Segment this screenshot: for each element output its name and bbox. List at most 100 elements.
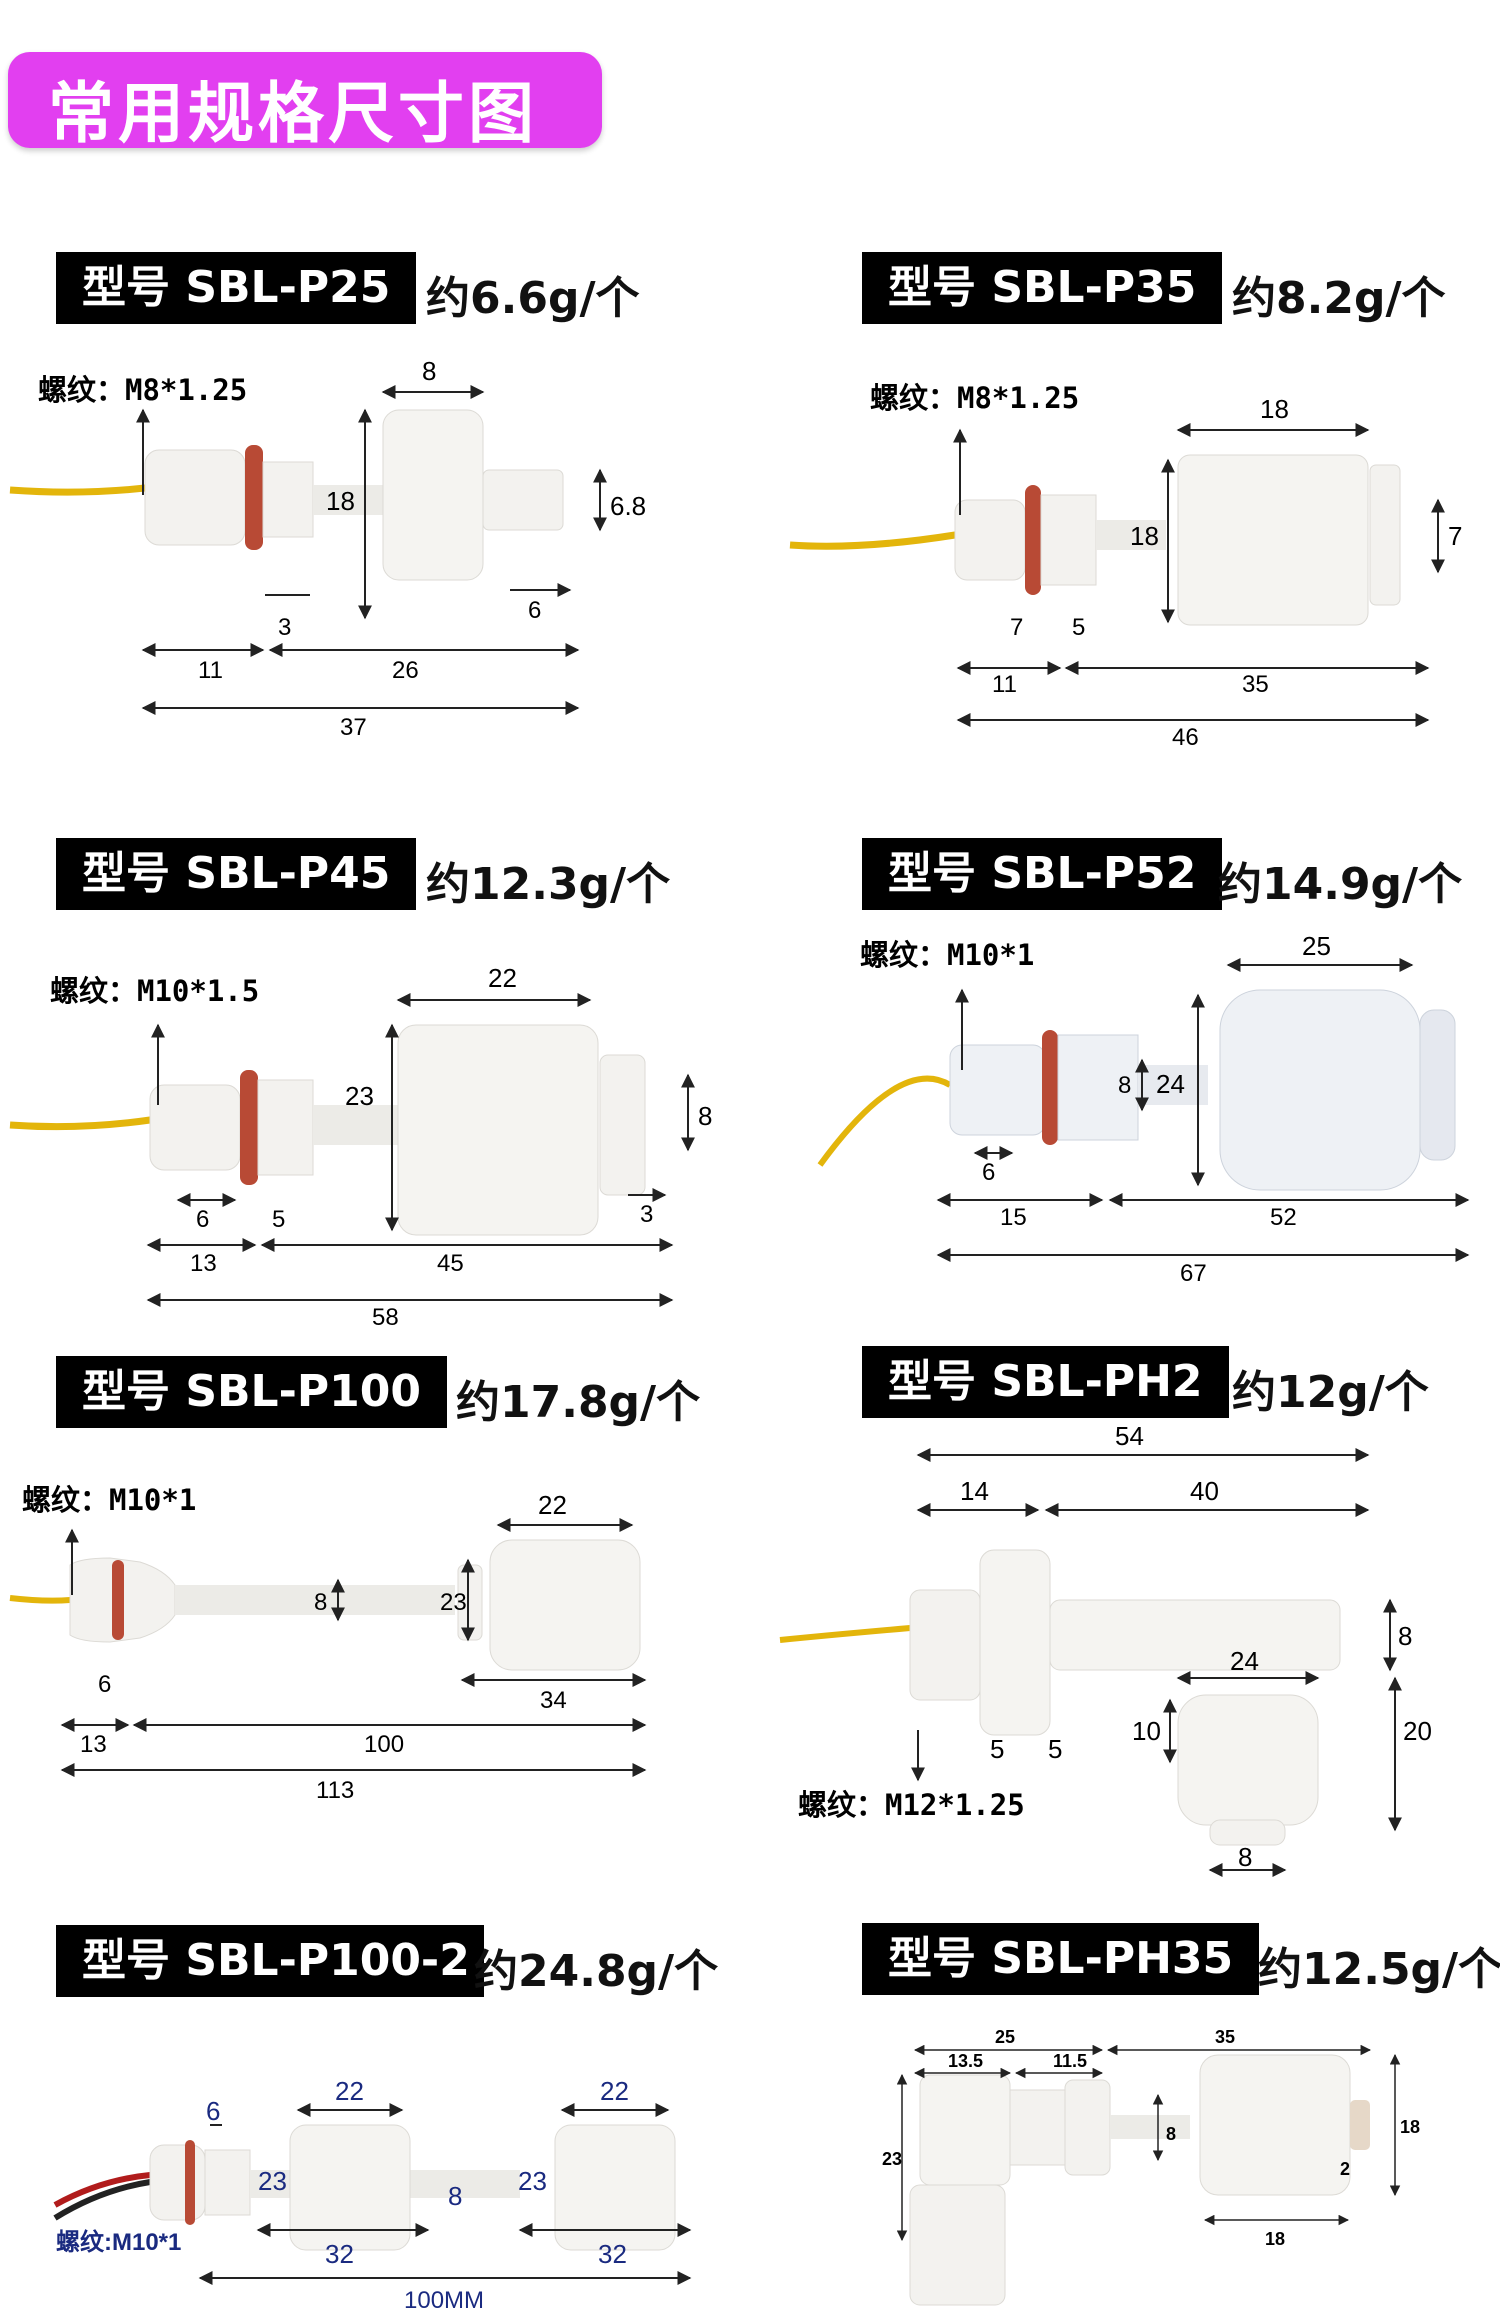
float-ball-lower [554, 2124, 676, 2251]
model-label: 型号 SBL-P100 [56, 1356, 447, 1428]
dim-float-height: 23 [345, 1081, 374, 1111]
float-ball-upper [289, 2124, 411, 2251]
dim-float-width: 8 [422, 356, 436, 386]
hex-nut [979, 1549, 1051, 1736]
dim-arm-length: 40 [1190, 1476, 1219, 1506]
float-ball [489, 1539, 641, 1671]
cable [9, 484, 146, 496]
dim-total-length: 37 [340, 714, 367, 741]
long-shaft [175, 1585, 455, 1615]
dim-upper-section: 32 [325, 2239, 354, 2269]
dim-elbow-length: 25 [995, 2027, 1015, 2047]
model-label: 型号 SBL-P52 [862, 838, 1223, 910]
o-ring [185, 2140, 195, 2225]
model-label: 型号 SBL-P25 [56, 252, 417, 324]
elbow-arm [1009, 2089, 1066, 2166]
end-stop [1350, 2100, 1370, 2150]
dim-total-length: 46 [1172, 724, 1199, 751]
dim-body-length: 35 [1242, 671, 1269, 698]
thread-label: 螺纹:M10*1 [56, 2228, 181, 2256]
dim-gap: 5 [1072, 614, 1085, 641]
weight-label: 约17.8g/个 [456, 1377, 701, 1428]
dim-float-height: 18 [326, 486, 355, 516]
dim-float-width: 18 [1265, 2229, 1285, 2249]
model-label: 型号 SBL-P35 [862, 252, 1223, 324]
nut [204, 2149, 251, 2216]
float-ball [1199, 2054, 1351, 2196]
product-p52-diagram: 螺纹：M10*1 25 8 24 6 15 52 67 [817, 931, 1470, 1287]
dim-nut-length-a: 5 [990, 1734, 1004, 1764]
cable-black [53, 2179, 151, 2221]
threaded-stem [954, 499, 1026, 581]
dim-end-length: 6 [528, 597, 541, 624]
dim-nut-length-b: 5 [1048, 1734, 1062, 1764]
dim-stem-length: 15 [1000, 1204, 1027, 1231]
o-ring [245, 445, 263, 550]
dim-end-length: 3 [640, 1201, 653, 1228]
dim-float-lower-width: 22 [600, 2076, 629, 2106]
dim-elbow-a: 13.5 [948, 2051, 983, 2071]
thread-label: 螺纹：M8*1.25 [38, 373, 247, 407]
end-stop [599, 1054, 646, 1196]
dim-end-diameter: 6.8 [610, 491, 646, 521]
dim-float-section: 35 [1215, 2027, 1235, 2047]
thread-label: 螺纹：M10*1.5 [50, 974, 259, 1008]
thread-label: 螺纹：M10*1 [860, 938, 1034, 972]
shaft [1096, 520, 1166, 550]
dim-float-height: 18 [1130, 521, 1159, 551]
dim-float-section: 34 [540, 1687, 567, 1714]
dim-float-total-height: 20 [1403, 1716, 1432, 1746]
o-ring [240, 1070, 258, 1185]
dim-end-diameter: 8 [698, 1101, 712, 1131]
dim-flange-width: 8 [1238, 1842, 1252, 1872]
float-ball [1177, 1694, 1319, 1826]
model-label: 型号 SBL-PH2 [862, 1346, 1229, 1418]
cable [817, 1075, 952, 1167]
dim-total-length: 100MM [404, 2287, 484, 2314]
horizontal-arm [1049, 1599, 1341, 1671]
dim-gap: 5 [272, 1206, 285, 1233]
dim-body-length: 45 [437, 1250, 464, 1277]
weight-label: 约12g/个 [1232, 1367, 1429, 1418]
dim-shaft-diameter: 8 [448, 2181, 462, 2211]
product-ph35-diagram: 25 35 13.5 11.5 8 18 23 2 18 [882, 2027, 1420, 2306]
o-ring [1042, 1030, 1058, 1145]
dim-arm-diameter: 8 [1398, 1621, 1412, 1651]
dim-lower-section: 32 [598, 2239, 627, 2269]
weight-label: 约12.3g/个 [426, 859, 671, 910]
weight-label: 约6.6g/个 [426, 273, 640, 324]
model-label: 型号 SBL-P100-2 [56, 1925, 484, 1997]
dim-total-length: 54 [1115, 1421, 1144, 1451]
dim-float-width: 22 [488, 963, 517, 993]
product-p35-diagram: 螺纹：M8*1.25 18 18 7 7 5 11 35 46 [789, 381, 1462, 751]
dim-float-height: 23 [440, 1589, 467, 1616]
dim-stem-length: 11 [198, 657, 223, 684]
nut [262, 461, 314, 538]
weight-label: 约24.8g/个 [474, 1946, 719, 1997]
weight-label: 约14.9g/个 [1218, 859, 1463, 910]
shaft [1110, 2115, 1190, 2139]
dim-gap: 3 [278, 614, 291, 641]
dim-nut-length: 6 [196, 1206, 209, 1233]
thread-label: 螺纹：M8*1.25 [870, 381, 1079, 415]
dim-collar: 6 [206, 2096, 220, 2126]
dim-stem-length: 13 [80, 1731, 107, 1758]
dim-float-height: 24 [1156, 1069, 1185, 1099]
weight-label: 约12.5g/个 [1258, 1944, 1500, 1995]
threaded-stem [909, 1589, 981, 1701]
weight-label: 约8.2g/个 [1232, 273, 1446, 324]
dim-body-length: 26 [392, 657, 419, 684]
end-stop [1369, 464, 1401, 606]
float-ball [382, 409, 484, 581]
shaft [313, 1105, 398, 1145]
dim-collar-length: 6 [98, 1671, 111, 1698]
o-ring [1025, 485, 1041, 595]
float-ball [1177, 454, 1369, 626]
dim-elbow-height: 23 [882, 2149, 902, 2169]
cable [779, 1625, 911, 1643]
threaded-stem [149, 2144, 206, 2221]
dim-float-lower-height: 23 [518, 2166, 547, 2196]
product-p100-diagram: 螺纹：M10*1 22 8 23 6 34 13 100 113 [9, 1483, 647, 1804]
float-ball [1219, 989, 1421, 1191]
dim-stem-length: 14 [960, 1476, 989, 1506]
